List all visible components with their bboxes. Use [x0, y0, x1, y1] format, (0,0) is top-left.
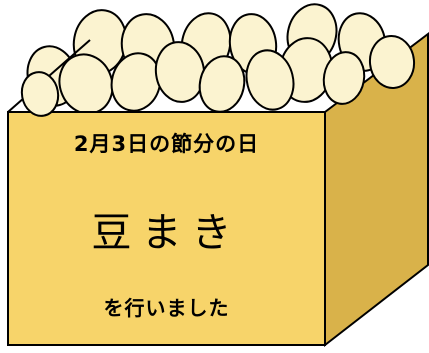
box-front-face: [7, 111, 326, 346]
bean: [368, 35, 416, 89]
bean: [322, 51, 366, 105]
bean: [20, 71, 60, 117]
bean: [245, 49, 295, 111]
bean: [110, 52, 162, 112]
event-subtitle: を行いました: [103, 296, 230, 320]
event-title: 豆まき: [91, 210, 242, 256]
roasted-beans-pile: [26, 3, 387, 115]
event-date-heading: 2月3日の節分の日: [73, 132, 260, 156]
